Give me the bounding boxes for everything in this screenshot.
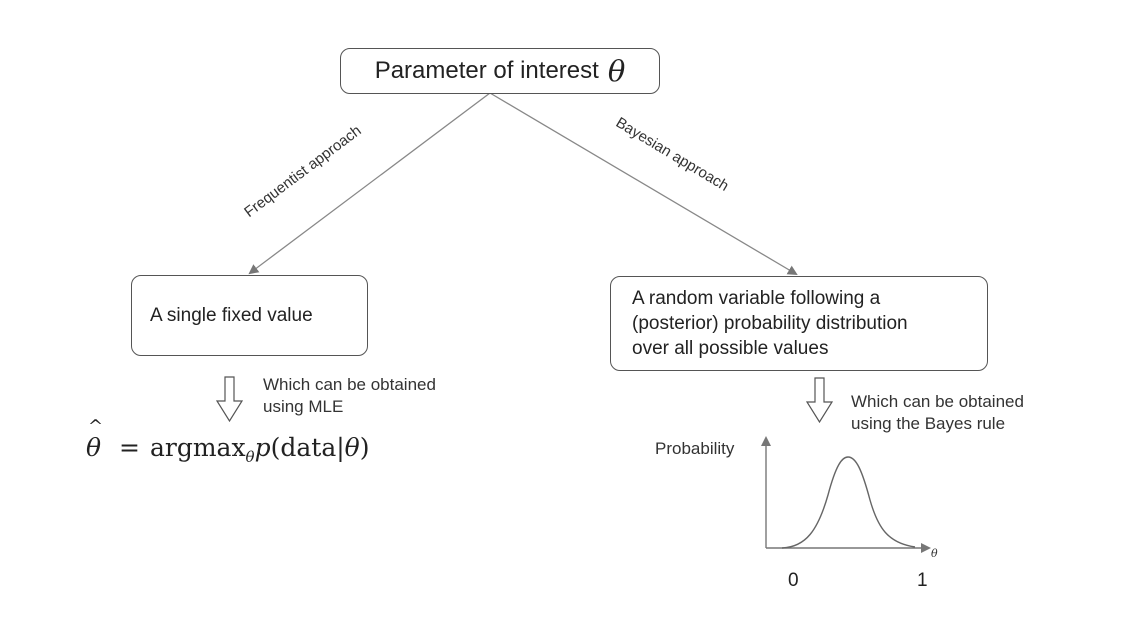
theta-hat: θ — [86, 416, 103, 462]
mle-note-line: using MLE — [263, 397, 344, 416]
formula-equals: = — [119, 433, 140, 462]
bayes-note-line: Which can be obtained — [851, 392, 1024, 411]
formula-argmax: argmax — [149, 433, 246, 462]
bayes-rule-note: Which can be obtained using the Bayes ru… — [851, 391, 1024, 435]
formula-close-paren: ) — [359, 433, 370, 462]
bayesian-edge — [489, 92, 798, 276]
left-down-arrow — [215, 376, 244, 423]
right-down-arrow — [805, 377, 834, 424]
fixed-value-text: A single fixed value — [150, 304, 313, 326]
plot-x-symbol: θ — [931, 547, 938, 560]
formula-argmax-subscript: θ — [245, 448, 255, 466]
bayes-note-line: using the Bayes rule — [851, 414, 1006, 433]
formula-given-bar: | — [336, 433, 345, 462]
formula-theta: θ — [344, 433, 360, 462]
mle-note-line: Which can be obtained — [263, 375, 436, 394]
mle-note: Which can be obtained using MLE — [263, 374, 436, 418]
frequentist-edge — [248, 92, 491, 275]
formula-data: data — [280, 433, 337, 462]
random-variable-line: A random variable following a — [632, 288, 881, 309]
random-variable-line: over all possible values — [632, 338, 829, 359]
posterior-curve — [781, 456, 916, 549]
parameter-label: Parameter of interest — [374, 57, 599, 84]
fixed-value-box: A single fixed value — [131, 275, 368, 356]
theta-symbol: θ — [607, 54, 626, 88]
formula-p: p — [254, 433, 271, 462]
plot-x-tick-1: 1 — [917, 570, 928, 591]
formula-open-paren: ( — [270, 433, 281, 462]
plot-x-tick-0: 0 — [788, 570, 799, 591]
plot-y-label: Probability — [655, 439, 735, 458]
random-variable-line: (posterior) probability distribution — [632, 313, 908, 334]
random-variable-box: A random variable following a (posterior… — [610, 276, 988, 371]
parameter-box: Parameter of interest θ — [340, 48, 660, 94]
mle-formula: θ =argmaxθp(data|θ) — [86, 416, 370, 466]
